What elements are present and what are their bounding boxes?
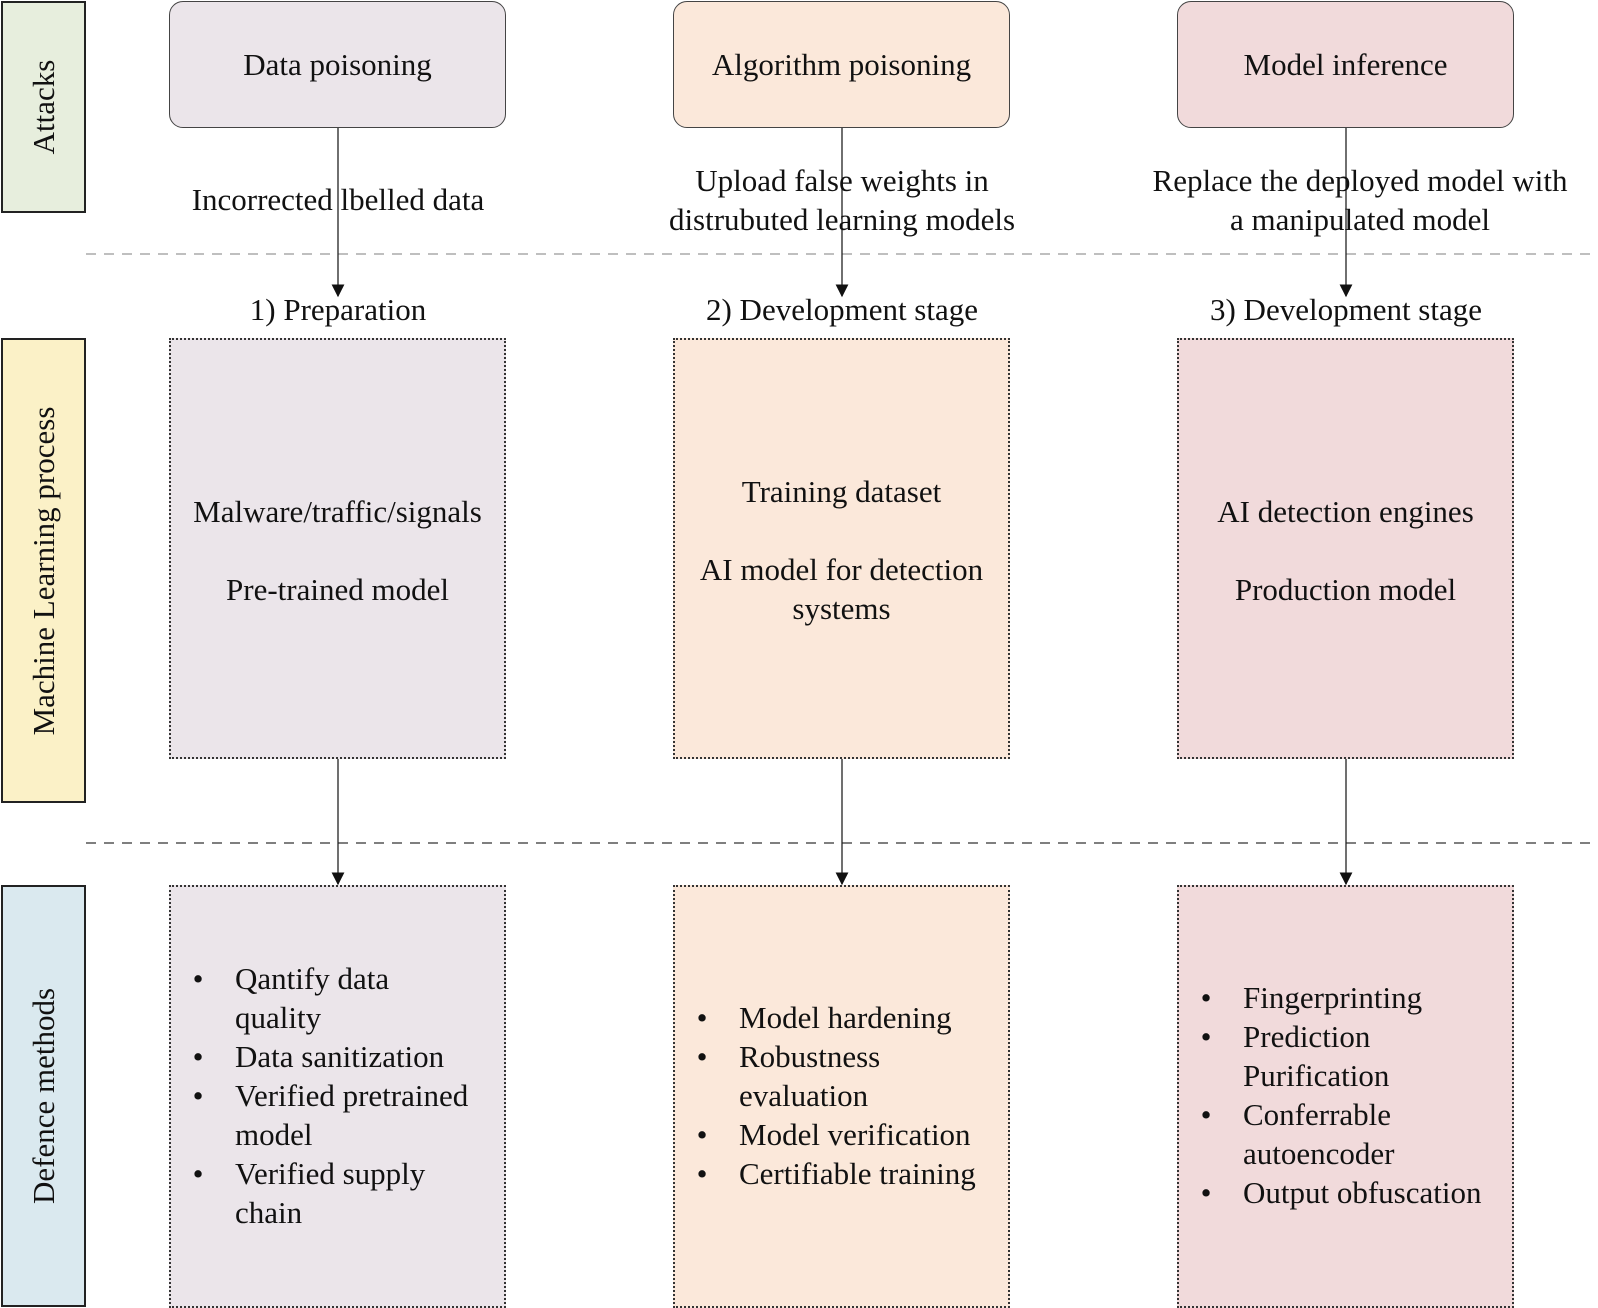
description-line: a manipulated model	[1230, 202, 1490, 237]
ml-box-content: Malware/traffic/signals Pre-trained mode…	[171, 492, 504, 609]
description-line: Upload false weights in	[695, 163, 989, 198]
defence-item: • Qantify data quality	[183, 959, 503, 1037]
ml-box-content: Training dataset AI model for detection …	[675, 472, 1008, 628]
defence-text: Output obfuscation	[1243, 1175, 1482, 1210]
ml-box-development-2: Training dataset AI model for detection …	[673, 338, 1010, 759]
row-label-ml-process: Machine Learning process	[1, 338, 86, 803]
bullet-icon: •	[1200, 1175, 1212, 1210]
ml-item: AI model for detection	[699, 552, 984, 587]
defence-item: • Model hardening	[687, 998, 1007, 1037]
defence-list: • Fingerprinting • Prediction Purificati…	[1191, 978, 1511, 1212]
defence-text: Verified pretrained	[235, 1078, 469, 1113]
defence-item: • Model verification	[687, 1115, 1007, 1154]
description-line: Incorrected lbelled data	[191, 182, 485, 217]
ml-item: AI detection engines	[1217, 494, 1474, 529]
defence-item: • Verified pretrained model	[183, 1076, 503, 1154]
defence-item: • Robustness evaluation	[687, 1037, 1007, 1115]
attack-label: Data poisoning	[243, 46, 432, 82]
defence-text: Fingerprinting	[1243, 980, 1423, 1015]
defence-item: • Data sanitization	[183, 1037, 503, 1076]
row-label-attacks: Attacks	[1, 1, 86, 213]
defence-text: evaluation	[739, 1078, 869, 1113]
defence-text: autoencoder	[1243, 1136, 1395, 1171]
row-label-defence-text: Defence methods	[25, 987, 61, 1205]
bullet-icon: •	[696, 1117, 708, 1152]
defence-item: • Conferrable autoencoder	[1191, 1095, 1511, 1173]
defence-item: • Fingerprinting	[1191, 978, 1511, 1017]
bullet-icon: •	[696, 1039, 708, 1074]
attack-box-data-poisoning: Data poisoning	[169, 1, 506, 128]
defence-text: Purification	[1243, 1058, 1390, 1093]
defence-text: model	[235, 1117, 313, 1152]
row-label-ml-process-text: Machine Learning process	[25, 406, 61, 735]
bullet-icon: •	[192, 1039, 204, 1074]
ml-box-preparation: Malware/traffic/signals Pre-trained mode…	[169, 338, 506, 759]
ml-box-development-3: AI detection engines Production model	[1177, 338, 1514, 759]
defence-item: • Verified supply chain	[183, 1154, 503, 1232]
row-label-attacks-text: Attacks	[25, 59, 61, 155]
ml-item: Pre-trained model	[226, 572, 449, 607]
bullet-icon: •	[1200, 980, 1212, 1015]
defence-text: Model verification	[739, 1117, 971, 1152]
defence-text: Qantify data	[235, 961, 390, 996]
defence-text: Prediction	[1243, 1019, 1371, 1054]
attack-description-1: Incorrected lbelled data	[168, 180, 508, 219]
defence-text: Model hardening	[739, 1000, 952, 1035]
bullet-icon: •	[1200, 1019, 1212, 1054]
bullet-icon: •	[192, 1078, 204, 1113]
attack-label: Algorithm poisoning	[711, 46, 972, 82]
bullet-icon: •	[696, 1156, 708, 1191]
bullet-icon: •	[1200, 1097, 1212, 1132]
bullet-icon: •	[696, 1000, 708, 1035]
defence-text: quality	[235, 1000, 322, 1035]
row-label-defence: Defence methods	[1, 885, 86, 1307]
attack-box-algorithm-poisoning: Algorithm poisoning	[673, 1, 1010, 128]
attack-description-3: Replace the deployed model with a manipu…	[1130, 161, 1590, 239]
attack-label: Model inference	[1243, 46, 1448, 82]
defence-text: Certifiable training	[739, 1156, 976, 1191]
defence-list: • Qantify data quality • Data sanitizati…	[183, 959, 503, 1232]
ml-item: Production model	[1234, 572, 1457, 607]
ml-item: systems	[792, 591, 891, 626]
stage-title-2: 2) Development stage	[705, 292, 979, 327]
ml-item: Malware/traffic/signals	[193, 494, 482, 529]
attack-description-2: Upload false weights in distrubuted lear…	[652, 161, 1032, 239]
defence-item: • Output obfuscation	[1191, 1173, 1511, 1212]
defence-text: Conferrable	[1243, 1097, 1392, 1132]
attack-box-model-inference: Model inference	[1177, 1, 1514, 128]
defence-box-3: • Fingerprinting • Prediction Purificati…	[1177, 885, 1514, 1308]
defence-list: • Model hardening • Robustness evaluatio…	[687, 998, 1007, 1193]
defence-text: chain	[235, 1195, 303, 1230]
description-line: distrubuted learning models	[668, 202, 1016, 237]
ml-item: Training dataset	[741, 474, 942, 509]
stage-title-3: 3) Development stage	[1209, 292, 1483, 327]
stage-title-1: 1) Preparation	[249, 292, 427, 327]
ml-box-content: AI detection engines Production model	[1179, 492, 1512, 609]
defence-text: Data sanitization	[235, 1039, 445, 1074]
bullet-icon: •	[192, 961, 204, 996]
defence-box-2: • Model hardening • Robustness evaluatio…	[673, 885, 1010, 1308]
defence-item: • Prediction Purification	[1191, 1017, 1511, 1095]
defence-text: Verified supply	[235, 1156, 426, 1191]
defence-text: Robustness	[739, 1039, 881, 1074]
defence-box-1: • Qantify data quality • Data sanitizati…	[169, 885, 506, 1308]
bullet-icon: •	[192, 1156, 204, 1191]
defence-item: • Certifiable training	[687, 1154, 1007, 1193]
description-line: Replace the deployed model with	[1152, 163, 1568, 198]
